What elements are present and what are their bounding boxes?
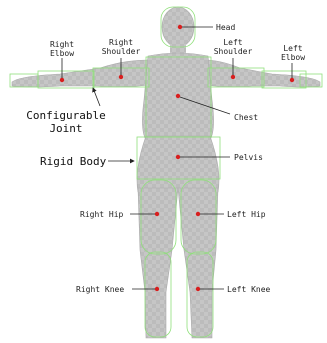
rigid-body-label: Rigid Body (40, 155, 107, 168)
right-shoulder-label-line2: Shoulder (102, 47, 141, 56)
left-hip-label: Left Hip (227, 210, 266, 219)
left-elbow-label-line1: Left (283, 44, 302, 53)
right-shoulder-joint (119, 75, 123, 79)
head-joint (178, 25, 182, 29)
right-shoulder-label-line1: Right (109, 38, 133, 47)
right-elbow-label-line1: Right (50, 40, 74, 49)
left-elbow-label-line2: Elbow (281, 53, 305, 62)
configurable-joint-label-line2: Joint (49, 122, 82, 135)
right-elbow-joint (60, 78, 64, 82)
left-knee-joint (196, 287, 200, 291)
right-arm-shape (12, 60, 150, 87)
pelvis-joint (176, 155, 180, 159)
chest-label: Chest (234, 113, 258, 122)
configurable-joint-label-line1: Configurable (26, 109, 105, 122)
left-knee-label: Left Knee (227, 285, 271, 294)
right-hip-label: Right Hip (80, 210, 124, 219)
left-shoulder-joint (231, 75, 235, 79)
head-label: Head (216, 23, 235, 32)
configurable-joint-arrow (93, 88, 100, 106)
left-hip-joint (196, 212, 200, 216)
right-hip-joint (155, 212, 159, 216)
left-arm-shape (205, 60, 320, 87)
left-leg-shape (178, 188, 218, 338)
left-shoulder-label-line2: Shoulder (214, 47, 253, 56)
right-elbow-label-line2: Elbow (50, 49, 74, 58)
chest-joint (176, 94, 180, 98)
right-leg-shape (138, 188, 178, 338)
left-elbow-joint (290, 78, 294, 82)
pelvis-shape (137, 136, 219, 192)
left-shoulder-label-line1: Left (223, 38, 242, 47)
right-knee-label: Right Knee (76, 285, 124, 294)
pelvis-label: Pelvis (234, 153, 263, 162)
right-knee-joint (155, 287, 159, 291)
